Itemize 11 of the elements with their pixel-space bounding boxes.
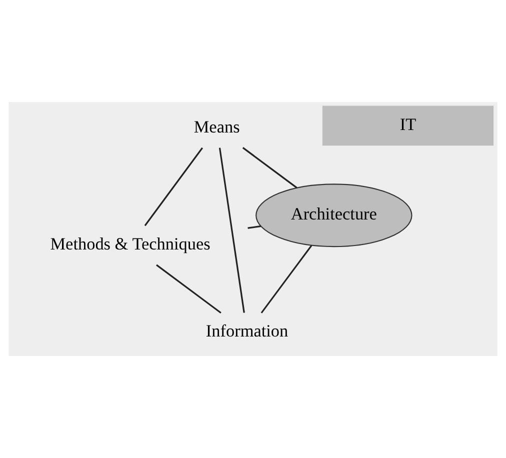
- node-ellipse: Architecture: [256, 184, 412, 248]
- connector: [248, 225, 262, 229]
- connector: [260, 245, 312, 314]
- connector: [218, 148, 245, 313]
- node-text: Information: [206, 321, 288, 340]
- connector: [242, 147, 298, 188]
- node-text: Methods & Techniques: [50, 234, 210, 254]
- node-text: Means: [194, 117, 240, 136]
- connector: [144, 147, 204, 226]
- node-box: IT: [322, 106, 494, 146]
- connector: [156, 264, 222, 314]
